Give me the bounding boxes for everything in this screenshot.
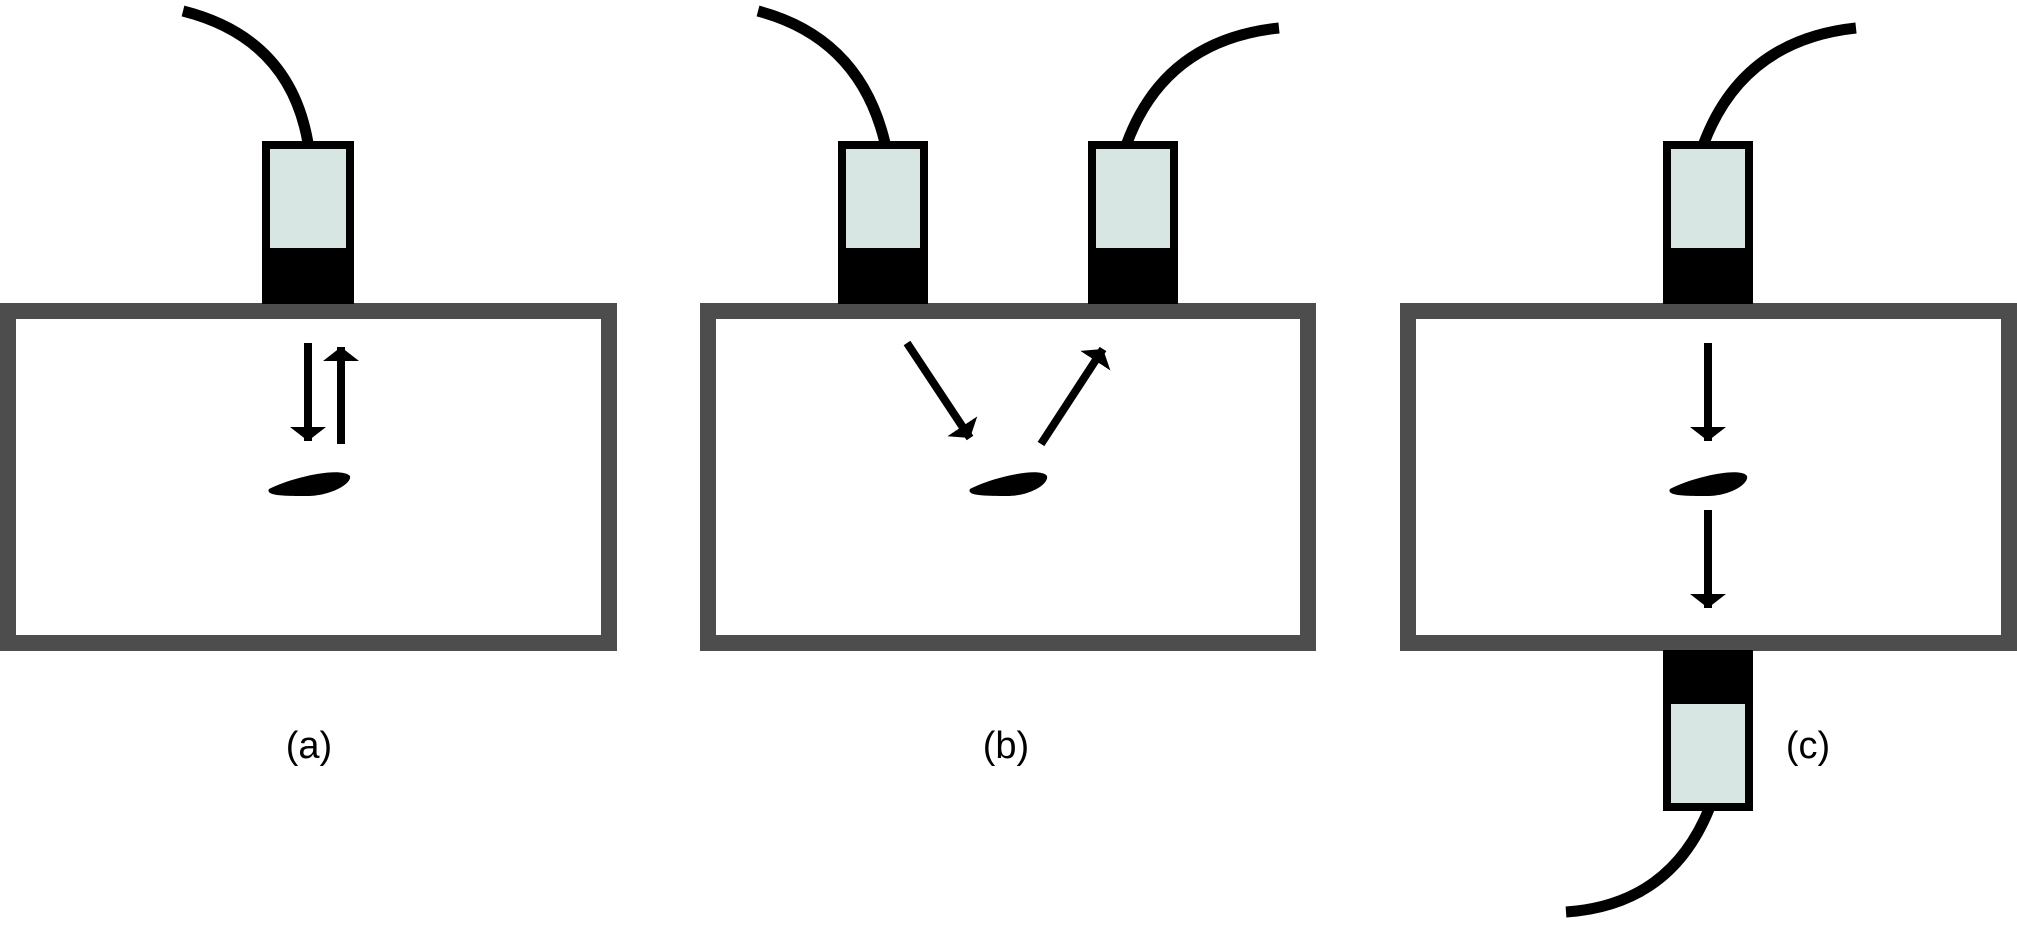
- transducer-face-c-top: [1663, 141, 1753, 256]
- specimen-block-a: [0, 303, 617, 651]
- incident-arrow-b: [903, 340, 978, 441]
- cable-b-left: [756, 5, 891, 145]
- ultrasonic-transducer-icon: [262, 141, 354, 256]
- specimen-block-c: [1400, 303, 2017, 651]
- transducer-c-bottom: [1565, 650, 1753, 918]
- transducer-a-top: [181, 5, 354, 304]
- transducer-backing-b-right: [1088, 251, 1178, 304]
- cable-c-bottom: [1565, 806, 1715, 918]
- transducer-backing-c-top: [1663, 251, 1753, 304]
- panel-b: (b): [700, 5, 1316, 767]
- transducer-backing-a-top: [262, 251, 354, 304]
- panel-c: (c): [1400, 22, 2017, 918]
- defect-shape-icon: [268, 472, 351, 496]
- specimen-block-b: [700, 303, 1316, 651]
- transducer-b-left: [756, 5, 928, 304]
- transducer-face-c-bottom: [1663, 696, 1753, 811]
- panel-label-b: (b): [983, 725, 1029, 767]
- reflected-arrow-b: [1037, 346, 1111, 447]
- cable-c-top: [1698, 22, 1857, 145]
- transducer-face-b-left: [838, 141, 928, 256]
- transducer-backing-c-bottom: [1663, 650, 1753, 702]
- transducer-b-right: [1088, 22, 1280, 304]
- panel-a: (a): [0, 5, 617, 767]
- panel-label-c: (c): [1786, 725, 1830, 767]
- defect-c: [1669, 472, 1748, 496]
- cable-a-top: [181, 5, 314, 144]
- panel-label-a: (a): [286, 725, 332, 767]
- defect-b: [969, 472, 1048, 496]
- transducer-c-top: [1663, 22, 1857, 304]
- transducer-backing-b-left: [838, 251, 928, 304]
- transducer-face-b-right: [1088, 141, 1178, 256]
- cable-b-right: [1121, 22, 1280, 145]
